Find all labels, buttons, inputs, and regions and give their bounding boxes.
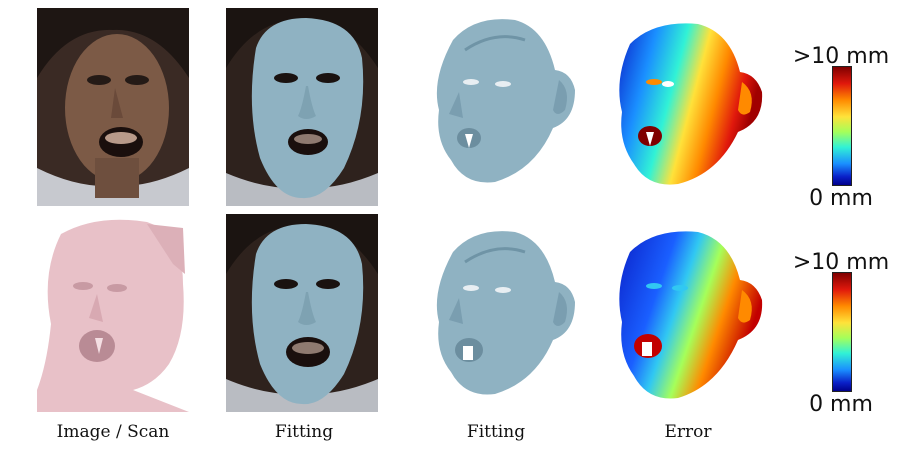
caption-error: Error	[664, 422, 712, 442]
colorbar-min-label: 0 mm	[809, 392, 873, 417]
colorbar	[832, 66, 852, 186]
error-heatmap-render	[619, 23, 763, 185]
photo-panel-row1	[37, 8, 189, 206]
colorbar-max-label: >10 mm	[792, 44, 890, 69]
fitting-overlay-panel-row2	[226, 214, 378, 412]
colorbar	[832, 272, 852, 392]
error-map-panel-row1	[614, 18, 770, 188]
error-heatmap-render	[619, 231, 763, 399]
fitting-overlay-panel-row1	[226, 8, 378, 206]
scan-panel-row2	[37, 214, 189, 412]
face-scan-render	[37, 219, 189, 412]
face-photo	[37, 8, 189, 206]
fitting-mesh-panel-row2	[425, 222, 585, 400]
fitting-overlay-image	[226, 214, 378, 412]
fitting-mesh-render	[436, 231, 575, 395]
caption-image-scan: Image / Scan	[56, 422, 170, 442]
error-map-panel-row2	[614, 226, 770, 402]
fitting-mesh-render	[436, 19, 575, 183]
fitting-mesh-panel-row1	[425, 10, 585, 188]
caption-fitting-overlay: Fitting	[274, 422, 334, 442]
fitting-overlay-image	[226, 8, 378, 206]
colorbar-max-label: >10 mm	[792, 250, 890, 275]
caption-fitting-mesh: Fitting	[466, 422, 526, 442]
colorbar-min-label: 0 mm	[809, 186, 873, 211]
